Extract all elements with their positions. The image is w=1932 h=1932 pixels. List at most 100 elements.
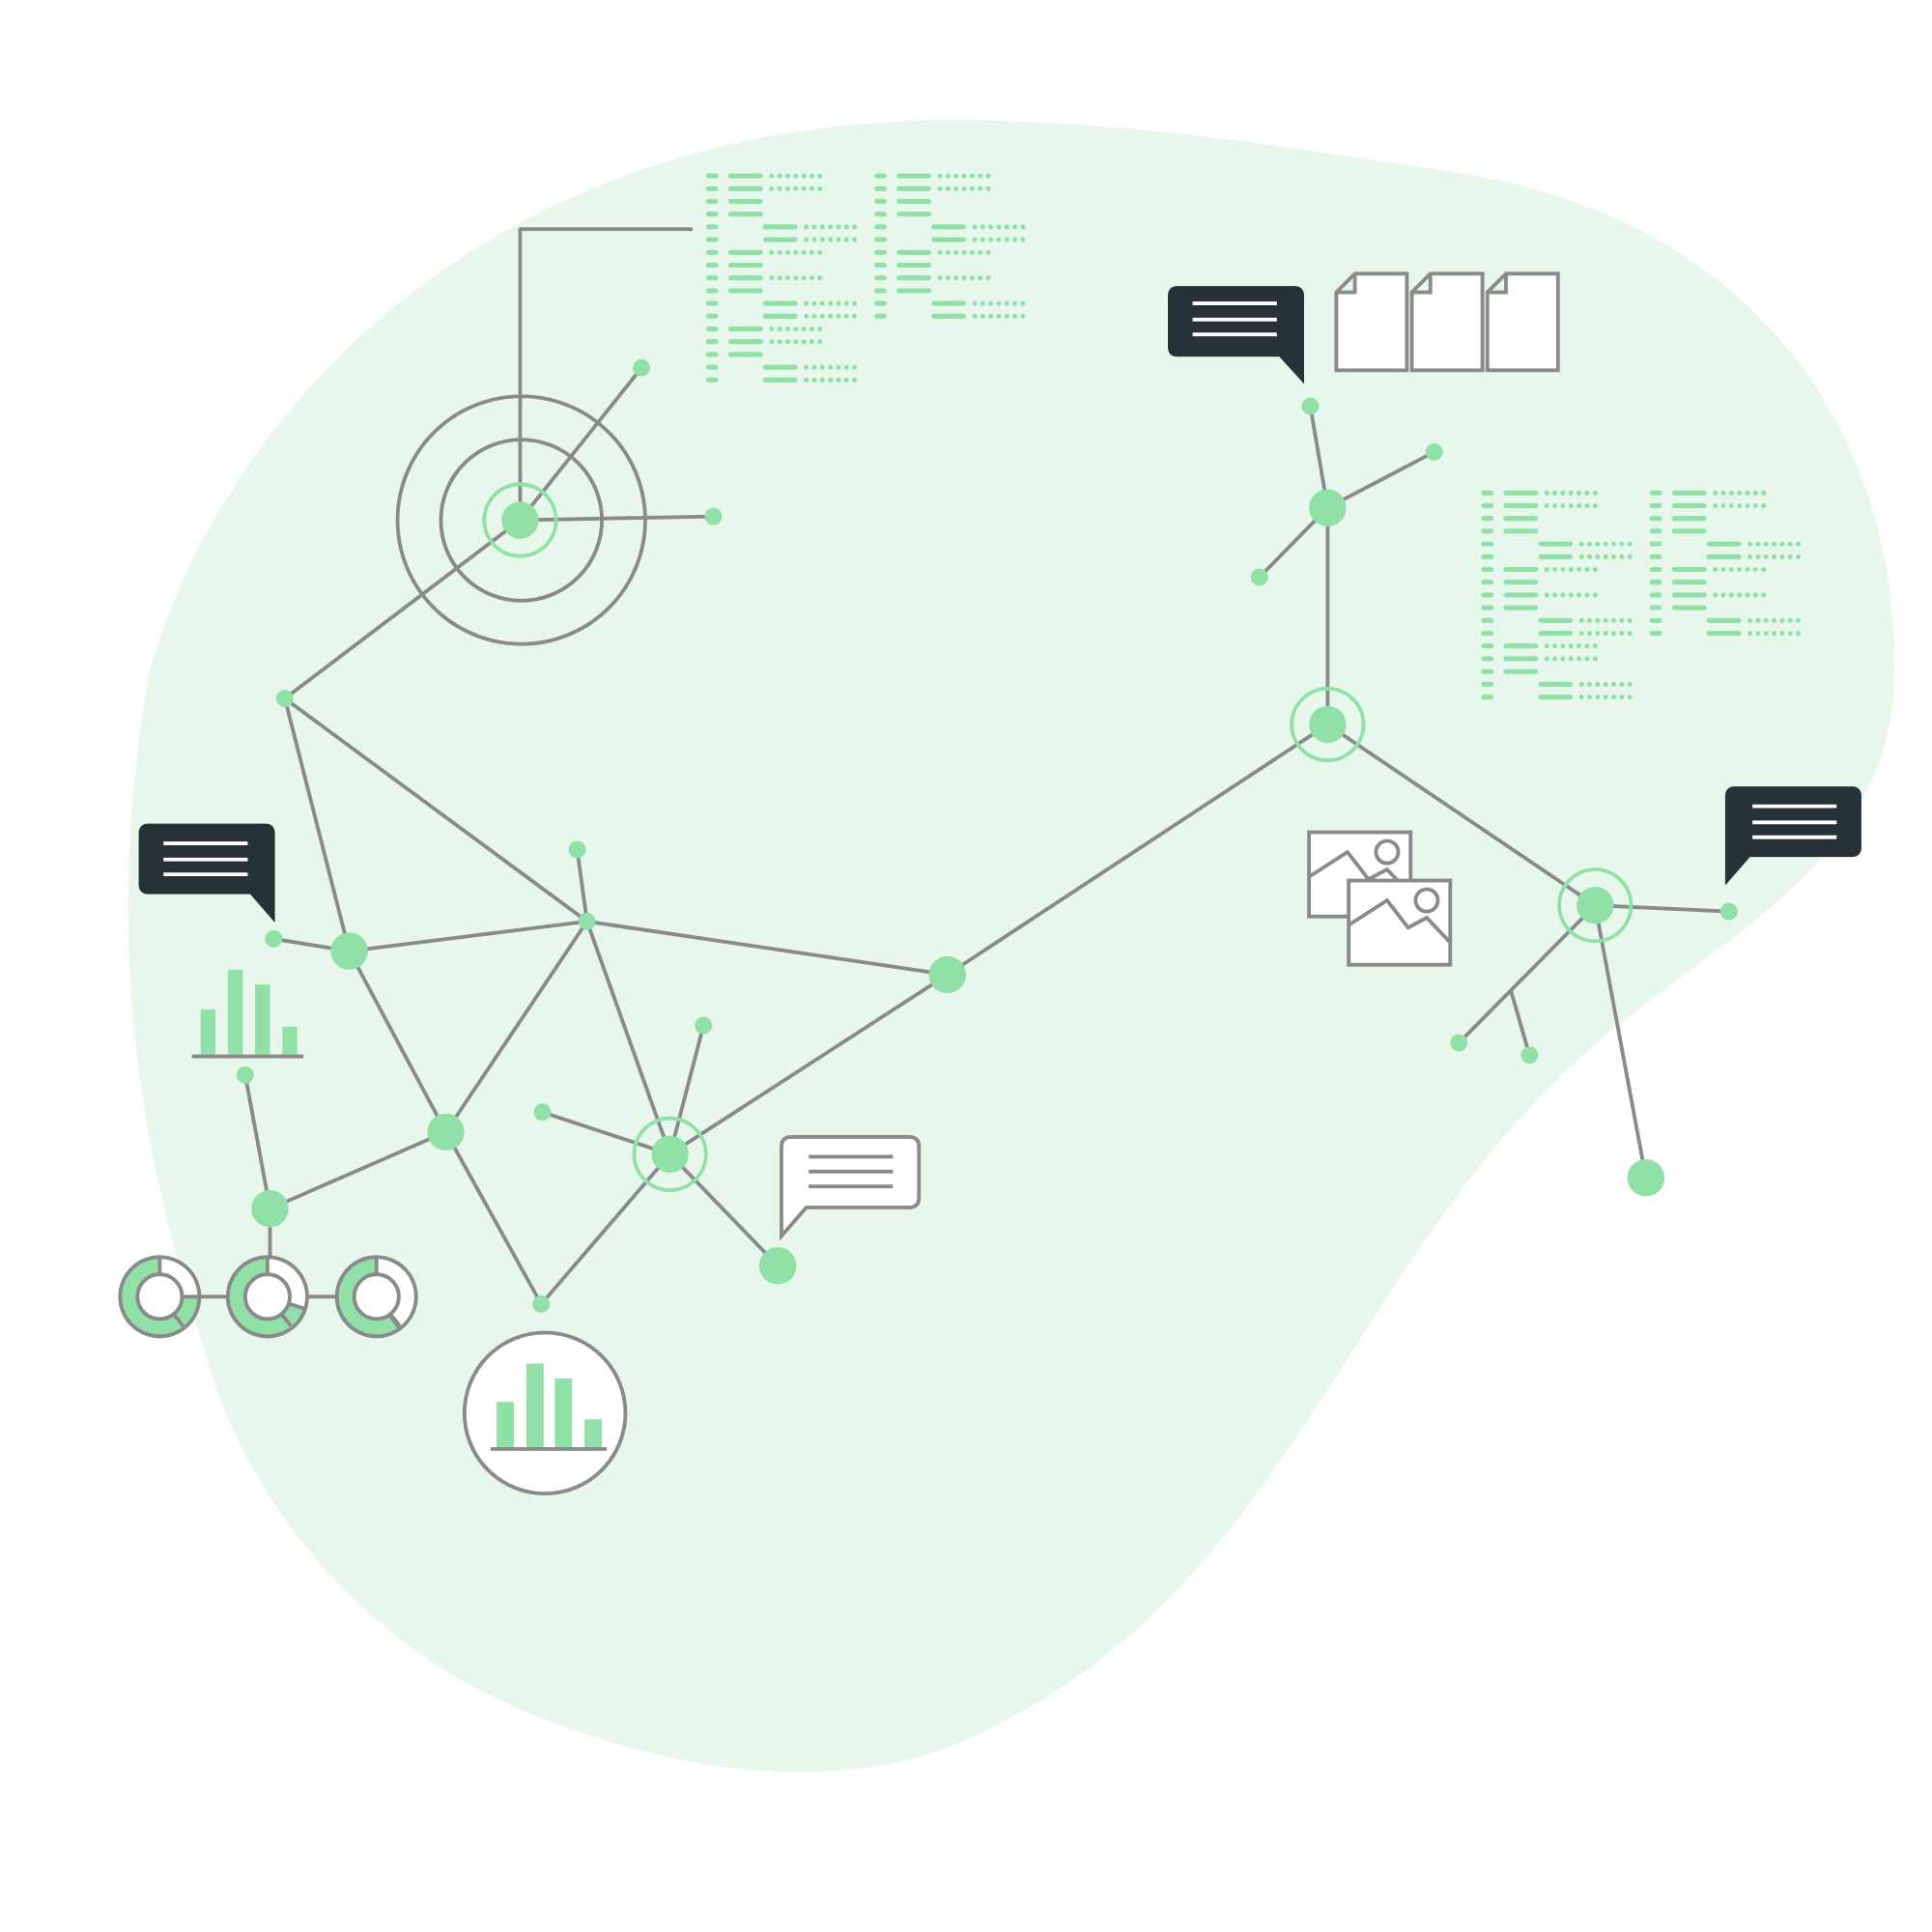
node-large xyxy=(427,1113,465,1151)
code-dash xyxy=(1706,617,1742,623)
node-large xyxy=(1309,705,1347,744)
node-ring xyxy=(1290,686,1366,763)
code-dot xyxy=(1745,490,1750,496)
code-dot xyxy=(1568,592,1574,598)
edge-line xyxy=(668,1023,706,1156)
code-dash xyxy=(1481,694,1494,700)
code-dot xyxy=(1728,502,1734,509)
code-dash xyxy=(705,313,719,319)
donut-hole xyxy=(242,1272,292,1321)
code-dot xyxy=(784,275,790,281)
code-dot xyxy=(1779,554,1785,559)
code-dash xyxy=(874,300,887,306)
code-dot xyxy=(801,326,807,332)
edge-line xyxy=(443,919,589,1134)
code-dot xyxy=(1755,554,1761,559)
code-dash xyxy=(874,275,887,281)
code-dot xyxy=(1595,630,1601,637)
edge-line xyxy=(575,847,589,923)
code-dash xyxy=(705,326,719,332)
node-ring xyxy=(1557,867,1634,944)
code-dash xyxy=(1671,592,1707,598)
code-dot xyxy=(1552,490,1558,496)
code-dot xyxy=(1763,630,1769,637)
code-dot xyxy=(1619,694,1625,700)
code-dot xyxy=(1595,617,1601,623)
code-dash xyxy=(874,249,887,255)
edge-line xyxy=(540,1110,672,1156)
code-dash xyxy=(727,212,763,217)
code-dot xyxy=(1586,630,1593,637)
code-dot xyxy=(809,185,814,191)
code-dot xyxy=(1595,694,1601,700)
code-dot xyxy=(804,377,810,383)
node-small xyxy=(1250,568,1268,586)
code-dot xyxy=(1627,694,1633,700)
edge-line xyxy=(945,723,1330,977)
code-dot xyxy=(1771,630,1777,637)
code-dash xyxy=(896,198,932,205)
code-dot xyxy=(1578,694,1584,700)
edge-line xyxy=(518,514,716,523)
code-dot xyxy=(777,249,782,255)
code-dot xyxy=(937,173,943,179)
code-dot xyxy=(809,173,814,179)
code-dot xyxy=(1752,502,1758,509)
code-dash xyxy=(762,300,798,306)
edge-line xyxy=(282,518,523,700)
code-dot xyxy=(1568,566,1574,573)
code-dot xyxy=(1592,490,1598,496)
code-dash xyxy=(874,262,887,269)
code-dot xyxy=(1004,313,1009,319)
code-dot xyxy=(978,185,983,191)
code-dot xyxy=(1592,566,1598,573)
code-dot xyxy=(843,364,849,370)
code-dash xyxy=(931,313,966,319)
code-dot xyxy=(769,275,775,281)
edge-line xyxy=(539,1151,672,1306)
code-dot xyxy=(972,313,978,319)
code-dot xyxy=(985,275,991,281)
code-dash xyxy=(874,185,887,191)
code-dot xyxy=(1713,566,1719,573)
code-dot xyxy=(1627,630,1633,637)
code-dash xyxy=(874,313,887,319)
code-dot xyxy=(1584,592,1590,598)
code-dash xyxy=(896,275,932,281)
code-dot xyxy=(1728,566,1734,573)
code-dash xyxy=(1649,554,1662,559)
code-dash xyxy=(1481,516,1494,522)
code-dot xyxy=(769,326,775,332)
code-dash xyxy=(1538,694,1574,700)
code-dot xyxy=(828,224,834,230)
code-dot xyxy=(980,313,985,319)
bar-chart-circle-icon xyxy=(462,1330,628,1496)
code-dot xyxy=(978,275,983,281)
speech-bubble-icon xyxy=(138,823,275,923)
code-dash xyxy=(705,198,719,205)
code-dash xyxy=(727,275,763,281)
code-dot xyxy=(801,185,807,191)
code-dot xyxy=(852,224,858,230)
code-dot xyxy=(809,339,814,345)
bar-chart-icon xyxy=(191,969,304,1059)
code-dot xyxy=(1761,502,1767,509)
code-dash xyxy=(1538,617,1574,623)
code-dash xyxy=(705,364,719,370)
edge-line xyxy=(242,1072,272,1211)
code-dot xyxy=(937,185,943,191)
edge-line xyxy=(268,1129,448,1211)
code-dash xyxy=(1649,490,1662,496)
code-dot xyxy=(972,224,978,230)
code-dot xyxy=(1627,617,1633,623)
donut-hole xyxy=(135,1272,185,1321)
code-dot xyxy=(961,173,967,179)
donut-hole xyxy=(352,1272,401,1321)
code-dot xyxy=(1795,541,1802,547)
node-small xyxy=(1301,397,1320,415)
code-dot xyxy=(1728,490,1734,496)
code-dash xyxy=(1481,643,1494,649)
code-dash xyxy=(1481,528,1494,534)
code-dot xyxy=(1595,681,1601,687)
